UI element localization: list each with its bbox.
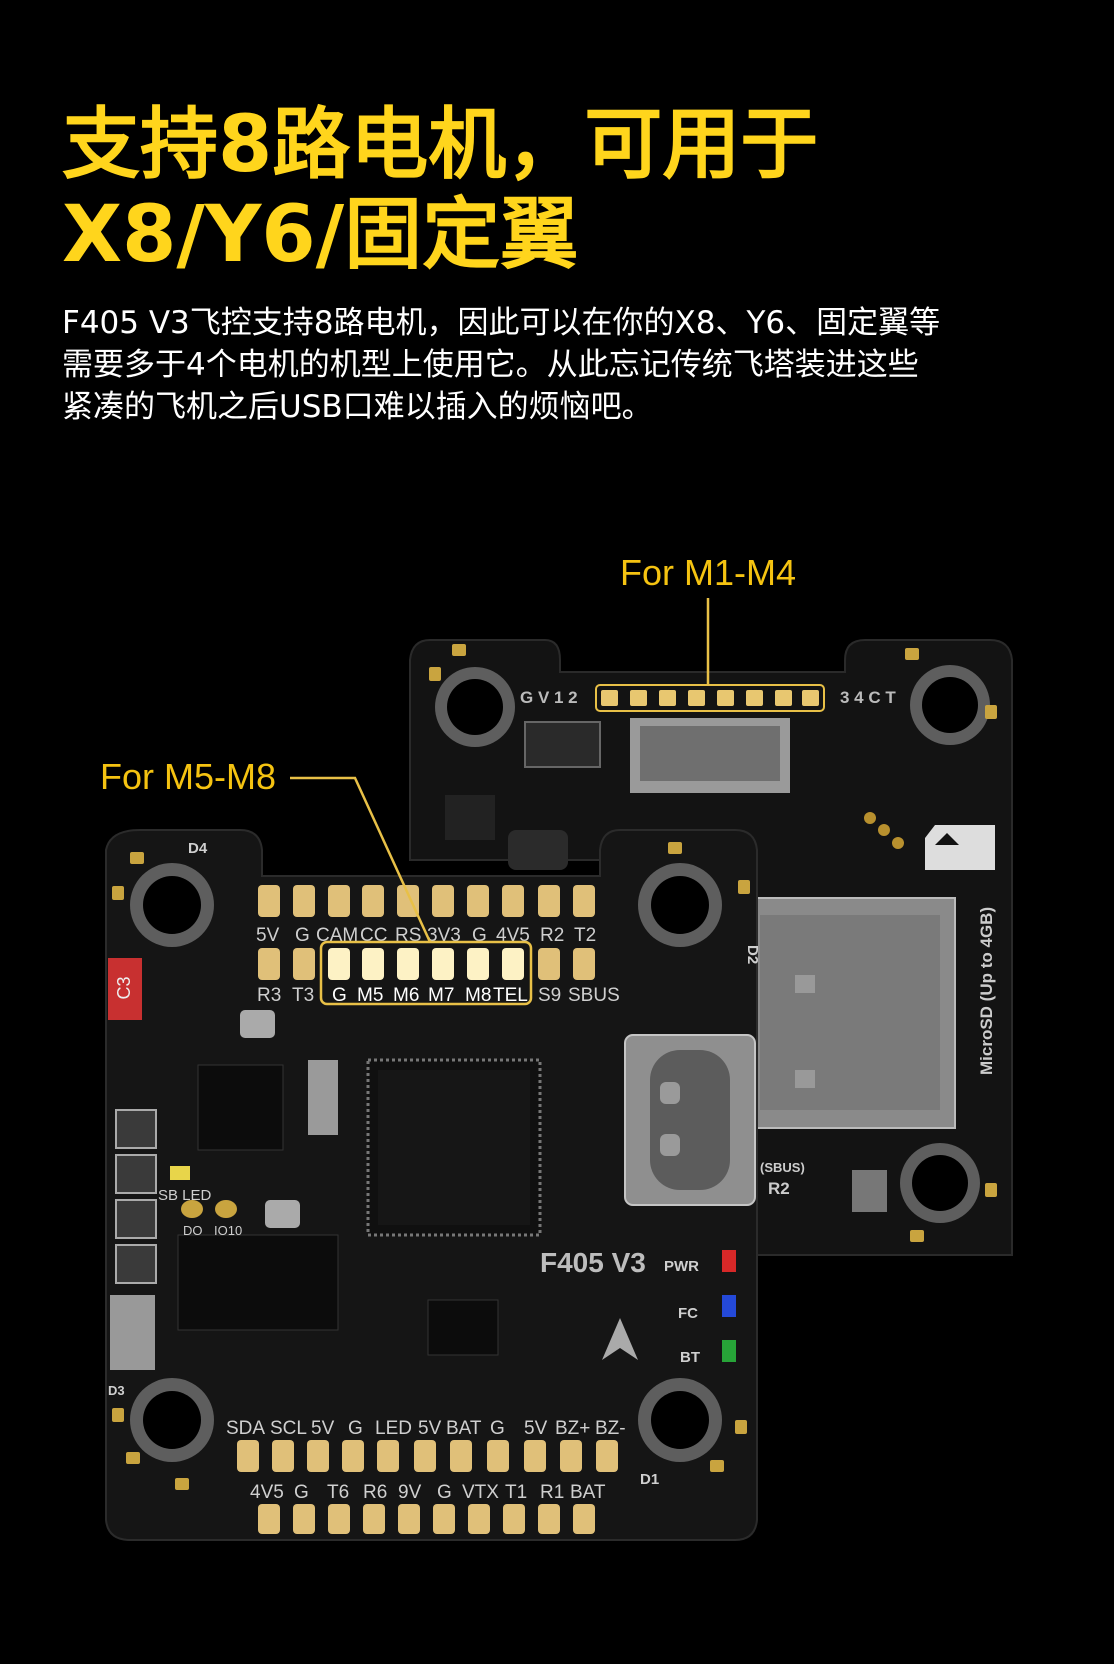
svg-text:T6: T6 bbox=[327, 1482, 349, 1503]
svg-text:BAT: BAT bbox=[446, 1418, 482, 1439]
svg-text:5V: 5V bbox=[418, 1418, 442, 1439]
svg-text:T3: T3 bbox=[292, 985, 314, 1006]
fc-led bbox=[722, 1295, 736, 1317]
svg-text:T2: T2 bbox=[574, 925, 596, 946]
svg-text:R6: R6 bbox=[363, 1482, 387, 1503]
io10-label: IO10 bbox=[214, 1223, 242, 1238]
bt-led bbox=[722, 1340, 736, 1362]
d3-label: D3 bbox=[108, 1383, 125, 1398]
svg-text:SDA: SDA bbox=[226, 1418, 265, 1439]
front-board: 5V G CAM CC RS 3V3 G 4V5 R2 T2 R3 bbox=[105, 776, 887, 1541]
svg-text:G: G bbox=[348, 1418, 363, 1439]
svg-text:R3: R3 bbox=[257, 985, 281, 1006]
front-mount-hole-br bbox=[638, 1378, 722, 1462]
svg-text:4V5: 4V5 bbox=[250, 1482, 284, 1503]
description-line-2: 需要多于4个电机的机型上使用它。从此忘记传统飞塔装进这些 bbox=[62, 347, 919, 383]
svg-text:G: G bbox=[294, 1482, 309, 1503]
headline-line-1: 支持8路电机，可用于 bbox=[62, 100, 819, 190]
svg-text:M8: M8 bbox=[465, 985, 491, 1006]
usb-c-port bbox=[624, 1034, 756, 1206]
svg-text:9V: 9V bbox=[398, 1482, 422, 1503]
front-mount-hole-bl bbox=[130, 1378, 214, 1462]
svg-text:5V: 5V bbox=[256, 925, 280, 946]
svg-text:T1: T1 bbox=[505, 1482, 527, 1503]
svg-text:SBUS: SBUS bbox=[568, 985, 620, 1006]
callout-m5-m8: For M5-M8 bbox=[100, 756, 277, 797]
back-mount-hole-tr bbox=[910, 665, 990, 745]
svg-text:BZ-: BZ- bbox=[595, 1418, 626, 1439]
front-mount-hole-tr bbox=[638, 863, 722, 947]
description: F405 V3飞控支持8路电机，因此可以在你的X8、Y6、固定翼等 需要多于4个… bbox=[62, 302, 1052, 428]
c3-label: C3 bbox=[114, 976, 134, 999]
back-mount-hole-tl bbox=[435, 667, 515, 747]
r2-label: R2 bbox=[768, 1179, 790, 1198]
pwr-label: PWR bbox=[664, 1258, 699, 1275]
sb-led-label: SB LED bbox=[158, 1187, 212, 1204]
back-board: G V 1 2 3 4 C T MicroSD (U bbox=[409, 598, 1013, 1256]
front-bottom-pad-row1 bbox=[237, 1440, 618, 1472]
svg-text:5V: 5V bbox=[524, 1418, 548, 1439]
svg-text:BAT: BAT bbox=[570, 1482, 606, 1503]
microsd-label: MicroSD (Up to 4GB) bbox=[977, 907, 996, 1075]
headline-line-2: X8/Y6/固定翼 bbox=[62, 190, 579, 280]
svg-text:SCL: SCL bbox=[270, 1418, 307, 1439]
front-second-pad-row bbox=[258, 948, 595, 980]
description-line-3: 紧凑的飞机之后USB口难以插入的烦恼吧。 bbox=[62, 389, 653, 425]
front-bottom-row2-labels: 4V5 G T6 R6 9V G VTX T1 R1 BAT bbox=[250, 1482, 606, 1503]
bt-label: BT bbox=[680, 1349, 700, 1366]
front-second-row-labels: R3 T3 G M5 M6 M7 M8 TEL S9 SBUS bbox=[257, 985, 620, 1006]
direction-arrow-icon bbox=[602, 1318, 638, 1360]
svg-text:VTX: VTX bbox=[462, 1482, 499, 1503]
c3-component bbox=[108, 958, 142, 1020]
back-connector-left-label: G V 1 2 bbox=[520, 688, 578, 707]
svg-text:M5: M5 bbox=[357, 985, 383, 1006]
svg-text:G: G bbox=[295, 925, 310, 946]
svg-text:M7: M7 bbox=[428, 985, 454, 1006]
back-component bbox=[524, 721, 601, 768]
svg-text:G: G bbox=[332, 985, 347, 1006]
microsd-icon bbox=[925, 825, 995, 870]
m5-m8-highlight bbox=[319, 940, 533, 1006]
front-top-pad-row bbox=[258, 885, 595, 917]
model-label: F405 V3 bbox=[540, 1247, 646, 1278]
mcu-chip bbox=[366, 1058, 542, 1237]
front-mount-hole-tl bbox=[130, 863, 214, 947]
d2-label: D2 bbox=[744, 945, 761, 964]
svg-text:LED: LED bbox=[375, 1418, 412, 1439]
d4-label: D4 bbox=[188, 840, 208, 857]
m5-m8-leader-line bbox=[290, 776, 432, 943]
svg-text:M6: M6 bbox=[393, 985, 419, 1006]
front-bottom-row1-labels: SDA SCL 5V G LED 5V BAT G 5V BZ+ BZ- bbox=[226, 1418, 626, 1439]
svg-text:S9: S9 bbox=[538, 985, 561, 1006]
svg-text:R2: R2 bbox=[540, 925, 564, 946]
pwr-led bbox=[722, 1250, 736, 1272]
headline: 支持8路电机，可用于 X8/Y6/固定翼 bbox=[62, 100, 1062, 280]
fc-label: FC bbox=[678, 1305, 698, 1322]
svg-text:BZ+: BZ+ bbox=[555, 1418, 590, 1439]
svg-text:G: G bbox=[437, 1482, 452, 1503]
sbus-label: (SBUS) bbox=[760, 1160, 805, 1175]
do-label: DO bbox=[183, 1223, 203, 1238]
d1-label: D1 bbox=[640, 1471, 659, 1488]
m1-m4-pads bbox=[601, 690, 819, 706]
back-connector-right-label: 3 4 C T bbox=[840, 688, 896, 707]
m1-m4-highlight bbox=[595, 684, 825, 712]
svg-text:R1: R1 bbox=[540, 1482, 564, 1503]
svg-text:5V: 5V bbox=[311, 1418, 335, 1439]
svg-text:TEL: TEL bbox=[493, 985, 528, 1006]
svg-text:G: G bbox=[490, 1418, 505, 1439]
front-bottom-pad-row2 bbox=[258, 1504, 595, 1534]
back-mount-hole-br bbox=[900, 1143, 980, 1223]
description-line-1: F405 V3飞控支持8路电机，因此可以在你的X8、Y6、固定翼等 bbox=[62, 305, 941, 341]
callout-m1-m4: For M1-M4 bbox=[620, 552, 797, 593]
